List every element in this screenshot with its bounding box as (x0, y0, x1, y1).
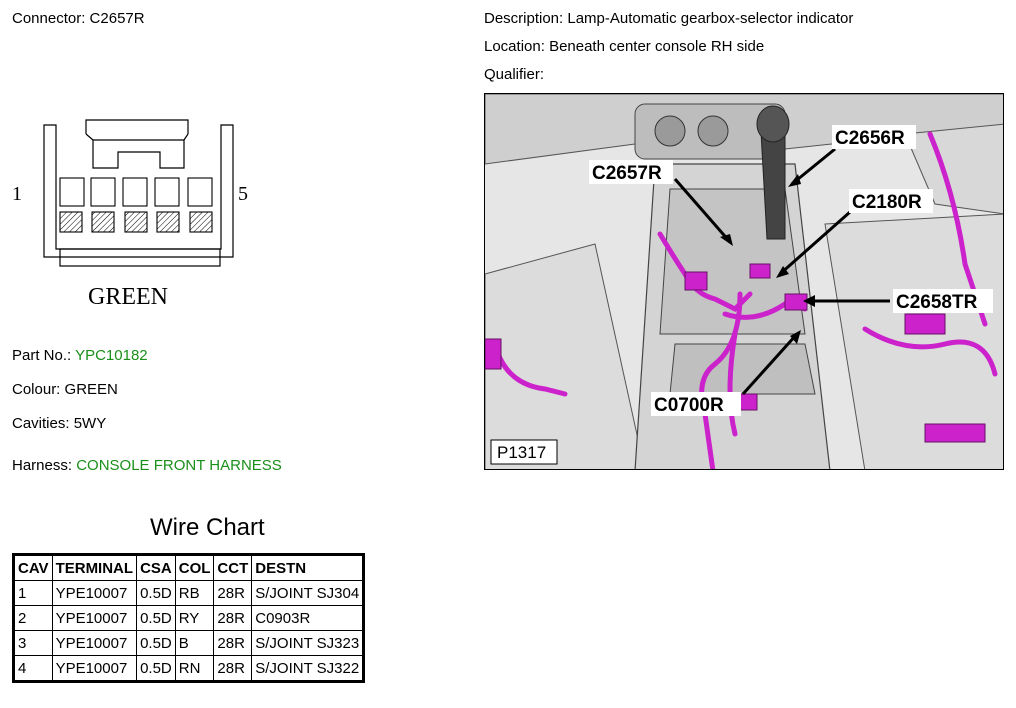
table-row: 1 YPE10007 0.5D RB 28R S/JOINT SJ304 (13, 580, 365, 606)
cell-col: RB (174, 580, 215, 606)
cell-col: B (174, 630, 215, 656)
cell-cct: 28R (213, 605, 253, 631)
connector-label: Connector: (12, 10, 86, 27)
cell-cav: 4 (13, 655, 53, 682)
connector-value: C2657R (89, 10, 145, 27)
cell-destn: C0903R (251, 605, 365, 631)
cell-csa: 0.5D (136, 580, 176, 606)
wire-chart-header-row: CAV TERMINAL CSA COL CCT DESTN (13, 554, 365, 581)
col-col: COL (174, 554, 215, 581)
table-row: 4 YPE10007 0.5D RN 28R S/JOINT SJ322 (13, 655, 365, 682)
cell-destn: S/JOINT SJ323 (251, 630, 365, 656)
image-code: P1317 (497, 443, 546, 462)
cell-destn: S/JOINT SJ304 (251, 580, 365, 606)
colour-value: GREEN (64, 381, 118, 398)
cell-cct: 28R (213, 580, 253, 606)
cell-cct: 28R (213, 630, 253, 656)
cavities-line: Cavities: 5WY (12, 415, 106, 432)
connector-colour-label: GREEN (88, 284, 168, 310)
colour-line: Colour: GREEN (12, 381, 118, 398)
description-line: Description: Lamp-Automatic gearbox-sele… (484, 10, 853, 27)
cell-csa: 0.5D (136, 630, 176, 656)
location-value: Beneath center console RH side (549, 38, 765, 55)
part-number-line: Part No.: YPC10182 (12, 347, 148, 364)
cell-cav: 1 (13, 580, 53, 606)
col-terminal: TERMINAL (51, 554, 138, 581)
harness-label: Harness: (12, 457, 73, 474)
harness-link[interactable]: CONSOLE FRONT HARNESS (76, 457, 282, 474)
description-label: Description: (484, 10, 564, 27)
connector-location-image: C2656R C2657R C2180R C2658TR C0700R P131… (484, 93, 1004, 470)
callout-c2658tr: C2658TR (896, 292, 978, 313)
pin-first-label: 1 (12, 183, 22, 205)
col-destn: DESTN (251, 554, 365, 581)
col-cct: CCT (213, 554, 253, 581)
wire-chart-table: CAV TERMINAL CSA COL CCT DESTN 1 YPE1000… (12, 553, 366, 683)
pin-last-label: 5 (238, 183, 248, 205)
cell-csa: 0.5D (136, 605, 176, 631)
cell-cav: 2 (13, 605, 53, 631)
table-row: 2 YPE10007 0.5D RY 28R C0903R (13, 605, 365, 631)
description-value: Lamp-Automatic gearbox-selector indicato… (567, 10, 854, 27)
col-csa: CSA (136, 554, 176, 581)
callout-c0700r: C0700R (654, 395, 724, 416)
callout-c2656r: C2656R (835, 128, 905, 149)
location-label: Location: (484, 38, 545, 55)
location-line: Location: Beneath center console RH side (484, 38, 764, 55)
cavities-label: Cavities: (12, 415, 70, 432)
cavities-value: 5WY (73, 415, 107, 432)
qualifier-label: Qualifier: (484, 66, 545, 83)
cell-destn: S/JOINT SJ322 (251, 655, 365, 682)
connector-line: Connector: C2657R (12, 10, 145, 27)
callout-c2180r: C2180R (852, 192, 922, 213)
cell-col: RN (174, 655, 215, 682)
cell-terminal: YPE10007 (51, 655, 138, 682)
cell-cct: 28R (213, 655, 253, 682)
part-number-link[interactable]: YPC10182 (75, 347, 148, 364)
connector-face-diagram: 1 5 GREEN (12, 119, 248, 310)
wire-chart-title: Wire Chart (150, 514, 265, 541)
cell-terminal: YPE10007 (51, 605, 138, 631)
col-cav: CAV (13, 554, 53, 581)
cell-terminal: YPE10007 (51, 580, 138, 606)
harness-line: Harness: CONSOLE FRONT HARNESS (12, 457, 282, 474)
part-number-label: Part No.: (12, 347, 72, 364)
callout-c2657r: C2657R (592, 163, 662, 184)
table-row: 3 YPE10007 0.5D B 28R S/JOINT SJ323 (13, 630, 365, 656)
cell-terminal: YPE10007 (51, 630, 138, 656)
cell-cav: 3 (13, 630, 53, 656)
colour-label: Colour: (12, 381, 61, 398)
cell-col: RY (174, 605, 215, 631)
cell-csa: 0.5D (136, 655, 176, 682)
